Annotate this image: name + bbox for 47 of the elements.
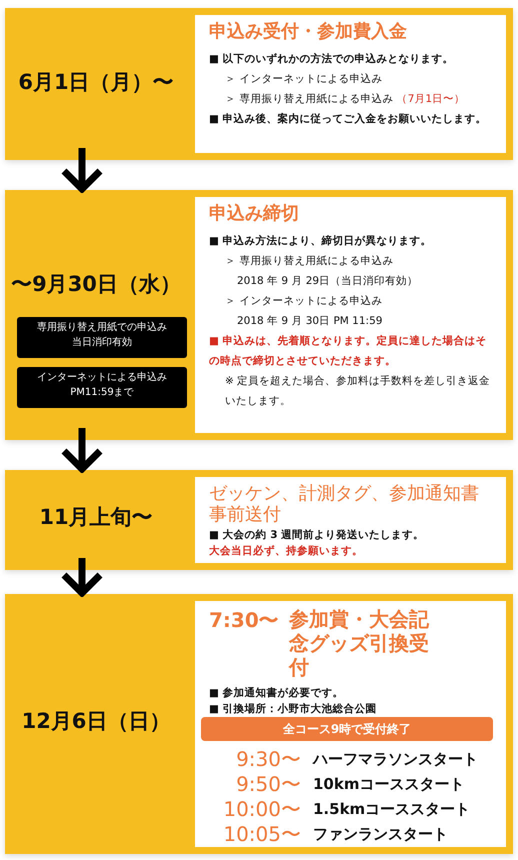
- body-text: ■ 以下のいずれかの方法での申込みとなります。: [209, 52, 455, 67]
- body-text: ＞ インターネットによる申込み: [224, 294, 384, 309]
- date-label: 12月6日（日）: [20, 708, 172, 735]
- timeline-band: [5, 190, 513, 440]
- timeline-band: [5, 470, 513, 570]
- body-text: ＞ 専用振り替え用紙による申込み （7月1日〜）: [224, 92, 466, 107]
- timeline-band: [5, 594, 513, 854]
- down-arrow: [60, 428, 104, 472]
- body-text: ※ 定員を超えた場合、参加料は手数料を差し引き返金いたします。: [224, 374, 492, 409]
- body-text: ■ 参加通知書が必要です。: [209, 686, 345, 701]
- start-time: 10:05〜: [222, 822, 301, 847]
- body-text: ■ 申込み後、案内に従ってご入金をお願いいたします。: [209, 112, 488, 127]
- down-arrow: [60, 148, 104, 192]
- deadline-bar: 全コース9時で受付終了: [201, 717, 493, 741]
- info-panel: [192, 12, 509, 156]
- timeline-band: [5, 8, 513, 160]
- body-text: 大会当日必ず、持参願います。: [209, 544, 364, 559]
- event-name: 10kmコーススタート: [313, 774, 466, 795]
- panel-heading: 申込み受付・参加費入金: [209, 21, 408, 43]
- body-text: 2018 年 9 月 29日（当日消印有効）: [236, 274, 420, 289]
- event-name: ファンランスタート: [313, 824, 449, 845]
- body-text: ■ 申込みは、先着順となります。定員に達した場合はその時点で締切とさせていただきます。: [209, 334, 488, 369]
- body-text: 2018 年 9 月 30日 PM 11:59: [236, 314, 384, 329]
- body-text: ■ 大会の約 3 週間前より発送いたします。: [209, 528, 426, 543]
- date-label: 6月1日（月）〜: [17, 69, 175, 96]
- date-label: 〜9月30日（水）: [10, 271, 182, 298]
- start-time: 10:00〜: [222, 797, 301, 822]
- info-panel: [192, 474, 509, 566]
- event-name: ハーフマラソンスタート: [313, 749, 479, 770]
- note-box: インターネットによる申込み PM11:59まで: [17, 367, 187, 408]
- start-time: 9:50〜: [235, 772, 301, 797]
- body-text: ■ 申込み方法により、締切日が異なります。: [209, 234, 433, 249]
- info-panel: [192, 194, 509, 436]
- time-label: 7:30〜: [209, 607, 279, 634]
- date-note: （7月1日〜）: [396, 93, 466, 105]
- down-arrow: [60, 558, 104, 596]
- info-panel: [192, 598, 509, 850]
- note-box: 専用振り替え用紙での申込み 当日消印有効: [17, 317, 187, 358]
- event-name: 1.5kmコーススタート: [313, 799, 472, 820]
- body-text: ＞ インターネットによる申込み: [224, 72, 384, 87]
- body-text: ゼッケン、計測タグ、参加通知書事前送付: [209, 483, 480, 525]
- date-label: 11月上旬〜: [38, 504, 154, 531]
- panel-heading: 申込み締切: [209, 203, 300, 225]
- body-text: ＞ 専用振り替え用紙による申込み: [224, 254, 394, 269]
- panel-heading: 参加賞・大会記念グッズ引換受付: [289, 607, 430, 679]
- body-text: ■ 引換場所：小野市大池総合公園: [209, 702, 378, 717]
- start-time: 9:30〜: [235, 747, 301, 772]
